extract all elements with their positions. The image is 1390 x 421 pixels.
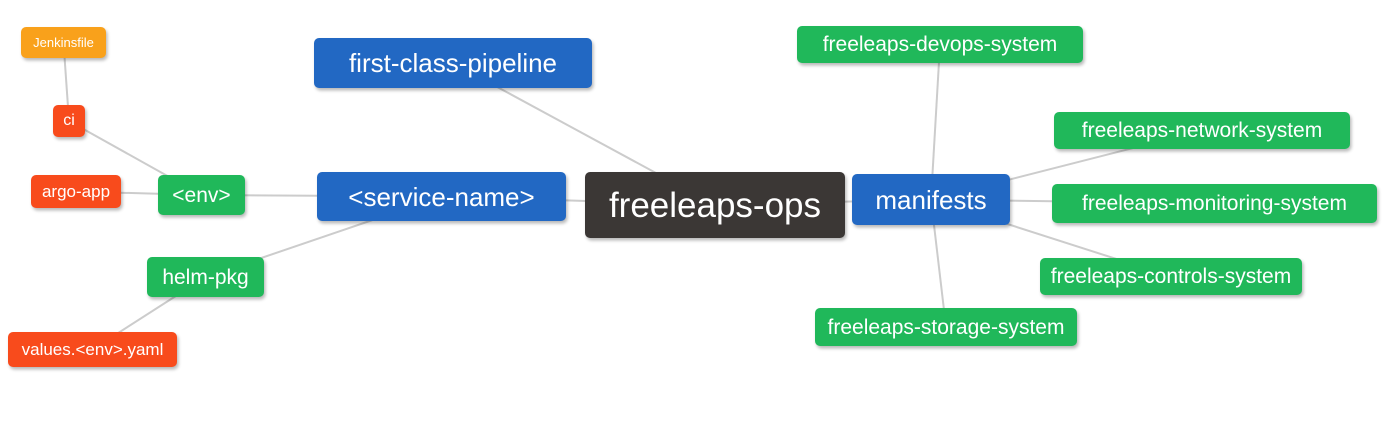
node-env[interactable]: <env> xyxy=(158,175,245,215)
node-argo-app[interactable]: argo-app xyxy=(31,175,121,208)
node-freeleaps-ops[interactable]: freeleaps-ops xyxy=(585,172,845,238)
node-label: freeleaps-controls-system xyxy=(1050,265,1292,288)
node-label: <env> xyxy=(172,183,231,207)
node-service-name[interactable]: <service-name> xyxy=(317,172,566,221)
node-label: freeleaps-devops-system xyxy=(822,33,1058,56)
node-ci[interactable]: ci xyxy=(53,105,85,137)
node-label: values.<env>.yaml xyxy=(21,340,164,359)
node-helm-pkg[interactable]: helm-pkg xyxy=(147,257,264,297)
node-first-class-pipeline[interactable]: first-class-pipeline xyxy=(314,38,592,88)
node-monitoring-system[interactable]: freeleaps-monitoring-system xyxy=(1052,184,1377,223)
node-label: Jenkinsfile xyxy=(33,35,94,50)
node-label: manifests xyxy=(875,184,987,215)
node-label: freeleaps-network-system xyxy=(1081,119,1323,142)
node-label: argo-app xyxy=(41,182,111,201)
node-label: freeleaps-ops xyxy=(608,185,822,225)
node-label: first-class-pipeline xyxy=(348,48,558,78)
node-devops-system[interactable]: freeleaps-devops-system xyxy=(797,26,1083,63)
node-label: ci xyxy=(63,112,75,129)
node-controls-system[interactable]: freeleaps-controls-system xyxy=(1040,258,1302,295)
node-jenkinsfile[interactable]: Jenkinsfile xyxy=(21,27,106,58)
node-values-env-yaml[interactable]: values.<env>.yaml xyxy=(8,332,177,367)
node-network-system[interactable]: freeleaps-network-system xyxy=(1054,112,1350,149)
node-manifests[interactable]: manifests xyxy=(852,174,1010,225)
node-label: freeleaps-monitoring-system xyxy=(1082,192,1347,215)
node-label: <service-name> xyxy=(348,181,535,212)
edge-manifests-devops-system xyxy=(930,44,941,200)
node-storage-system[interactable]: freeleaps-storage-system xyxy=(815,308,1077,346)
node-label: helm-pkg xyxy=(162,265,249,289)
node-label: freeleaps-storage-system xyxy=(827,315,1065,339)
